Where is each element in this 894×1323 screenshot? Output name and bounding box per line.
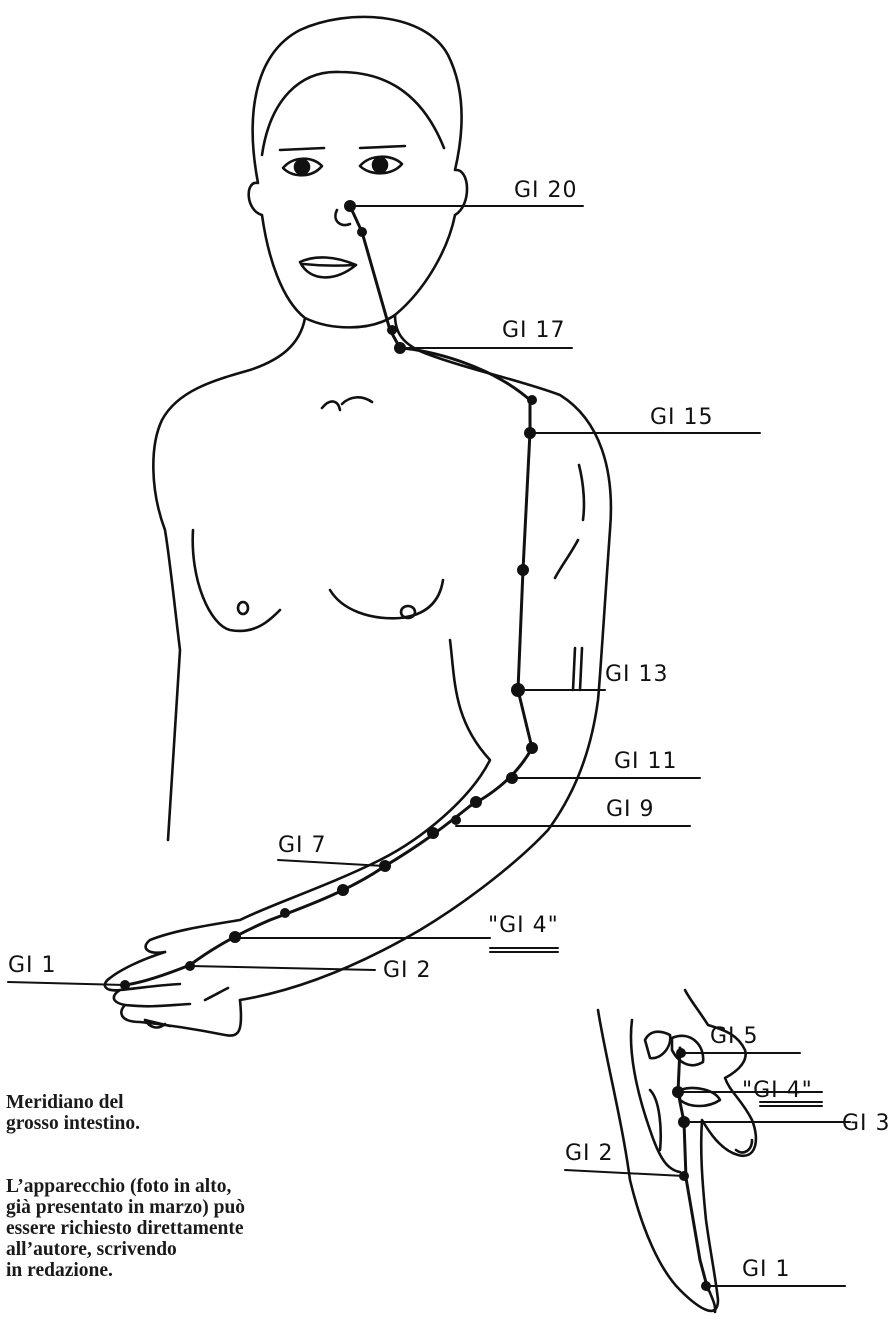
mouth: [300, 257, 356, 277]
torso-outline: [153, 318, 305, 840]
caption-title: Meridiano del grosso intestino.: [6, 1092, 366, 1134]
arm-inner: [146, 640, 490, 953]
detail-label-gi1: GI 1: [742, 1257, 791, 1282]
caption-title-line: grosso intestino.: [6, 1113, 366, 1134]
caption-body-line: già presentato in marzo) può: [6, 1197, 366, 1218]
caption-body-line: all’autore, scrivendo: [6, 1239, 366, 1260]
meridian-line-hand: [678, 1048, 708, 1290]
nipple-left: [238, 602, 248, 614]
detail-label-gi4: "GI 4": [742, 1078, 813, 1103]
head-outline: [249, 17, 467, 327]
body-points: [120, 200, 538, 990]
label-gi1: GI 1: [8, 953, 57, 978]
detail-label-gi3: GI 3: [842, 1111, 891, 1136]
label-gi20: GI 20: [514, 178, 578, 203]
hand-outline: [105, 952, 241, 1036]
detail-label-gi2: GI 2: [565, 1141, 614, 1166]
caption-body-line: essere richiesto direttamente: [6, 1218, 366, 1239]
eyes: [280, 146, 405, 175]
chest-left: [193, 530, 280, 631]
collar: [322, 397, 372, 410]
label-gi13: GI 13: [605, 662, 669, 687]
meridian-line-body: [125, 206, 532, 985]
label-gi7: GI 7: [278, 833, 327, 858]
nose: [335, 210, 350, 225]
chest-right: [330, 580, 443, 618]
label-gi9: GI 9: [606, 797, 655, 822]
arm-outer: [240, 355, 611, 1000]
caption-body: L’apparecchio (foto in alto, già present…: [6, 1176, 366, 1281]
detail-label-gi5: GI 5: [710, 1024, 759, 1049]
label-gi4: "GI 4": [488, 913, 559, 938]
label-gi11: GI 11: [614, 749, 678, 774]
label-gi2: GI 2: [383, 958, 432, 983]
label-gi17: GI 17: [502, 318, 566, 343]
label-gi15: GI 15: [650, 405, 714, 430]
caption-body-line: in redazione.: [6, 1260, 366, 1281]
point-gi9: [451, 815, 461, 825]
hairline: [262, 72, 444, 155]
caption-body-line: L’apparecchio (foto in alto,: [6, 1176, 366, 1197]
caption-title-line: Meridiano del: [6, 1092, 366, 1113]
